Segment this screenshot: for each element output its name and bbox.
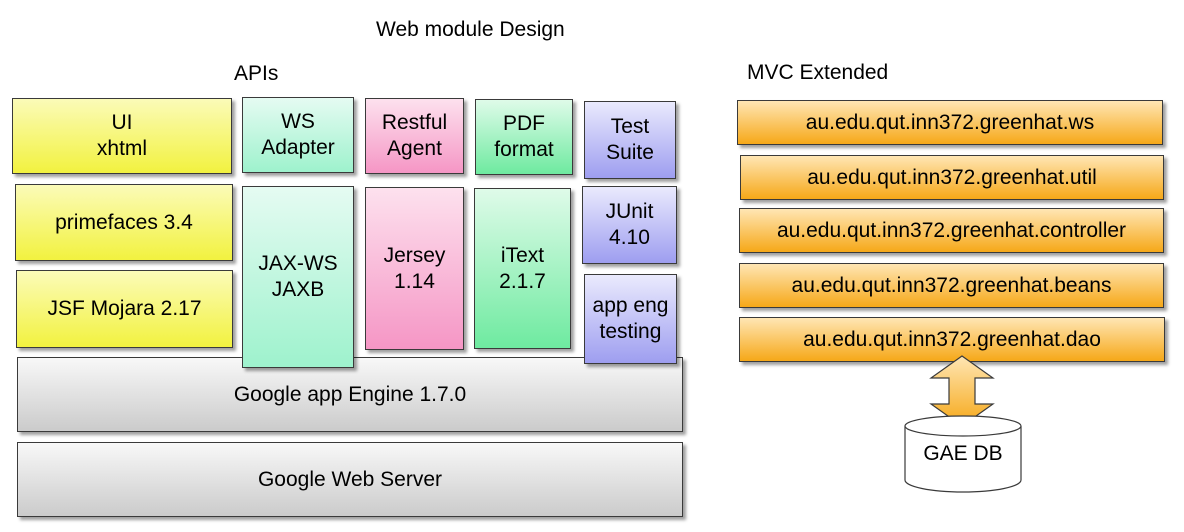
app-eng-testing-label: app eng testing — [592, 294, 669, 343]
mvc-package-ws-box: au.edu.qut.inn372.greenhat.ws — [737, 100, 1163, 145]
google-app-engine-label: Google app Engine 1.7.0 — [233, 382, 467, 406]
mvc-package-controller-label: au.edu.qut.inn372.greenhat.controller — [776, 218, 1127, 242]
jersey-box: Jersey 1.14 — [365, 187, 464, 350]
mvc-package-util-box: au.edu.qut.inn372.greenhat.util — [740, 155, 1164, 200]
mvc-package-beans-box: au.edu.qut.inn372.greenhat.beans — [739, 263, 1164, 308]
apis-heading: APIs — [234, 62, 279, 85]
app-eng-testing-box: app eng testing — [584, 274, 677, 364]
pdf-format-box: PDF format — [475, 99, 573, 175]
google-web-server-box: Google Web Server — [17, 442, 683, 517]
jersey-label: Jersey 1.14 — [383, 243, 446, 293]
mvc-package-ws-label: au.edu.qut.inn372.greenhat.ws — [805, 110, 1095, 134]
ws-adapter-label: WS Adapter — [261, 110, 335, 159]
jsf-mojara-box: JSF Mojara 2.17 — [16, 270, 233, 348]
jsf-mojara-label: JSF Mojara 2.17 — [47, 297, 202, 320]
test-suite-box: Test Suite — [584, 101, 676, 179]
primefaces-label: primefaces 3.4 — [55, 210, 193, 234]
ws-adapter-box: WS Adapter — [242, 97, 354, 173]
test-suite-label: Test Suite — [606, 115, 654, 164]
jaxws-jaxb-box: JAX-WS JAXB — [242, 186, 354, 368]
itext-label: iText 2.1.7 — [499, 243, 546, 293]
database-icon — [904, 415, 1022, 493]
itext-box: iText 2.1.7 — [474, 188, 571, 349]
junit-label: JUnit 4.10 — [605, 200, 654, 249]
google-web-server-label: Google Web Server — [257, 467, 443, 491]
pdf-format-label: PDF format — [494, 112, 554, 161]
google-app-engine-box: Google app Engine 1.7.0 — [17, 357, 683, 432]
mvc-heading: MVC Extended — [747, 61, 889, 84]
mvc-package-beans-label: au.edu.qut.inn372.greenhat.beans — [791, 273, 1112, 297]
primefaces-box: primefaces 3.4 — [15, 184, 233, 261]
restful-agent-box: Restful Agent — [365, 98, 464, 174]
restful-agent-label: Restful Agent — [381, 111, 448, 160]
mvc-package-util-label: au.edu.qut.inn372.greenhat.util — [807, 165, 1097, 189]
junit-box: JUnit 4.10 — [582, 186, 677, 264]
ui-xhtml-box: UI xhtml — [12, 98, 232, 174]
jaxws-jaxb-label: JAX-WS JAXB — [258, 252, 338, 301]
gae-db-label: GAE DB — [923, 442, 1003, 465]
ui-xhtml-label: UI xhtml — [96, 111, 148, 160]
mvc-package-dao-box: au.edu.qut.inn372.greenhat.dao — [739, 317, 1165, 362]
mvc-package-dao-label: au.edu.qut.inn372.greenhat.dao — [803, 327, 1101, 351]
mvc-package-controller-box: au.edu.qut.inn372.greenhat.controller — [739, 208, 1164, 253]
diagram-title: Web module Design — [376, 18, 565, 41]
